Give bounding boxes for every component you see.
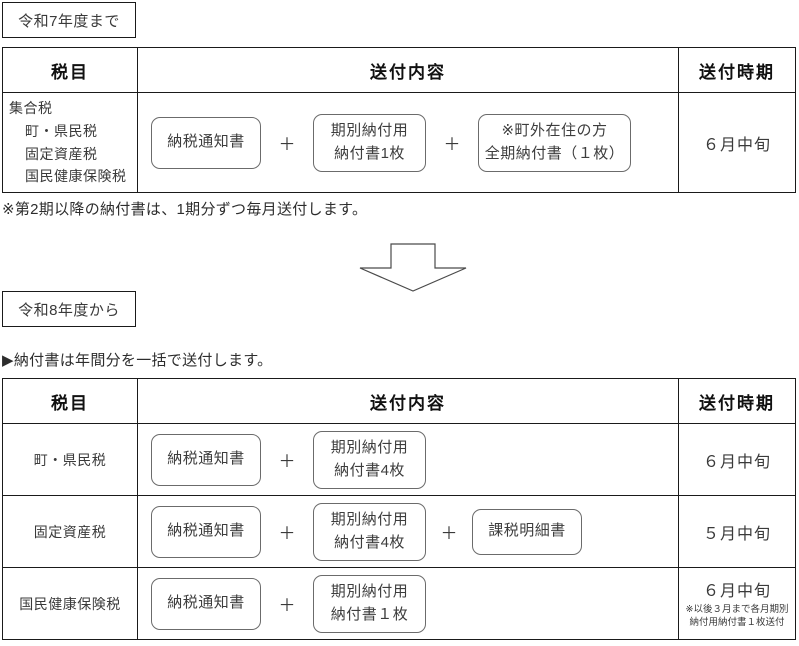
plus-separator: ＋ [278,135,296,154]
table-row: 国民健康保険税 納税通知書 ＋ 期別納付用 納付書１枚 ６月中旬 ※以後３ [2,567,796,640]
tax-name-line: 町・県民税 [33,451,107,468]
content-item-line: 期別納付用 [330,439,409,456]
era-label-before-text: 令和7年度まで [18,12,120,30]
content-item-line: 期別納付用 [330,511,409,528]
cell-send-content: 納税通知書 ＋ 期別納付用 納付書4枚 [137,423,679,496]
header-tax-category: 税目 [2,47,138,93]
cell-tax-category: 固定資産税 [2,495,138,568]
content-item-line: 期別納付用 [330,583,409,600]
content-item-line: 納付書１枚 [330,605,409,623]
down-arrow-icon [359,243,467,292]
content-item-line: 期別納付用 [330,122,409,139]
content-item-box: 納税通知書 [151,116,261,169]
timing-text: ６月中旬 [702,453,771,471]
content-item-line: ※町外在住の方 [501,122,608,139]
header-send-content: 送付内容 [137,378,679,424]
header-send-timing: 送付時期 [678,378,796,424]
cell-send-content: 納税通知書 ＋ 期別納付用 納付書１枚 [137,567,679,640]
table-header-row: 税目 送付内容 送付時期 [2,47,796,93]
cell-send-timing: ６月中旬 ※以後３月まで各月期別 納付用納付書１枚送付 [678,567,796,640]
tax-name-line: 固定資産税 [25,145,98,162]
cell-tax-category: 国民健康保険税 [2,567,138,640]
era-label-after: 令和8年度から [2,291,136,327]
tax-name-line: 集合税 [9,100,53,117]
content-item-line: 納税通知書 [167,522,245,540]
cell-send-timing: ５月中旬 [678,495,796,568]
table-row: 固定資産税 納税通知書 ＋ 期別納付用 納付書4枚 ＋ 課税明細書 [2,495,796,568]
timing-note: ※以後３月まで各月期別 納付用納付書１枚送付 [679,604,795,630]
content-item-line: 納税通知書 [167,133,245,151]
plus-separator: ＋ [278,596,296,615]
content-item-box: ※町外在住の方 全期納付書（１枚） [478,113,631,172]
timing-note-line: 納付用納付書１枚送付 [689,617,785,628]
content-item-line: 納税通知書 [167,594,245,612]
tax-name-line: 町・県民税 [25,122,98,139]
content-item-line: 納付書4枚 [334,533,405,551]
cell-send-content: 納税通知書 ＋ 期別納付用 納付書4枚 ＋ 課税明細書 [137,495,679,568]
era-label-after-text: 令和8年度から [18,301,120,319]
tax-table-after: 税目 送付内容 送付時期 町・県民税 納税通知書 ＋ 期別納付用 納付書4枚 [2,378,796,640]
plus-separator: ＋ [278,524,296,543]
content-item-box: 課税明細書 [472,508,582,555]
plus-separator: ＋ [443,135,461,154]
content-item-box: 期別納付用 納付書4枚 [313,502,426,561]
content-item-line: 課税明細書 [488,522,566,540]
content-item-box: 納税通知書 [151,505,261,558]
era-label-before: 令和7年度まで [2,2,136,38]
header-send-timing: 送付時期 [678,47,796,93]
timing-text: ５月中旬 [702,525,771,543]
content-item-line: 全期納付書（１枚） [484,144,625,162]
content-item-line: 納税通知書 [167,450,245,468]
content-item-box: 期別納付用 納付書1枚 [313,113,426,172]
content-item-line: 納付書1枚 [334,144,405,162]
tax-name-line: 国民健康保険税 [19,595,121,612]
content-item-box: 納税通知書 [151,577,261,630]
cell-tax-category: 町・県民税 [2,423,138,496]
plus-separator: ＋ [440,524,458,543]
note-monthly-dispatch: ※第2期以降の納付書は、1期分ずつ毎月送付します。 [2,201,368,218]
timing-note-line: ※以後３月まで各月期別 [685,604,789,616]
table-row: 町・県民税 納税通知書 ＋ 期別納付用 納付書4枚 ６月中旬 [2,423,796,496]
cell-send-content: 納税通知書 ＋ 期別納付用 納付書1枚 ＋ ※町外在住の方 全期納付書（１枚） [137,92,679,193]
header-send-content: 送付内容 [137,47,679,93]
table-row: 集合税 町・県民税 固定資産税 国民健康保険税 納税通知書 ＋ 期別納付用 納付… [2,92,796,193]
cell-send-timing: ６月中旬 [678,92,796,193]
content-item-box: 期別納付用 納付書１枚 [313,574,426,633]
tax-name-line: 国民健康保険税 [25,168,127,185]
tax-table-before: 税目 送付内容 送付時期 集合税 町・県民税 固定資産税 国民健康保険税 納税通… [2,47,796,193]
header-tax-category: 税目 [2,378,138,424]
tax-name-line: 固定資産税 [33,523,107,540]
cell-send-timing: ６月中旬 [678,423,796,496]
content-item-box: 納税通知書 [151,433,261,486]
plus-separator: ＋ [278,452,296,471]
content-item-box: 期別納付用 納付書4枚 [313,430,426,489]
cell-tax-category: 集合税 町・県民税 固定資産税 国民健康保険税 [2,92,138,193]
timing-text: ６月中旬 [702,136,771,154]
note-bulk-dispatch: ▶納付書は年間分を一括で送付します。 [2,352,273,369]
content-item-line: 納付書4枚 [334,461,405,479]
timing-text: ６月中旬 [702,583,771,601]
table-header-row: 税目 送付内容 送付時期 [2,378,796,424]
